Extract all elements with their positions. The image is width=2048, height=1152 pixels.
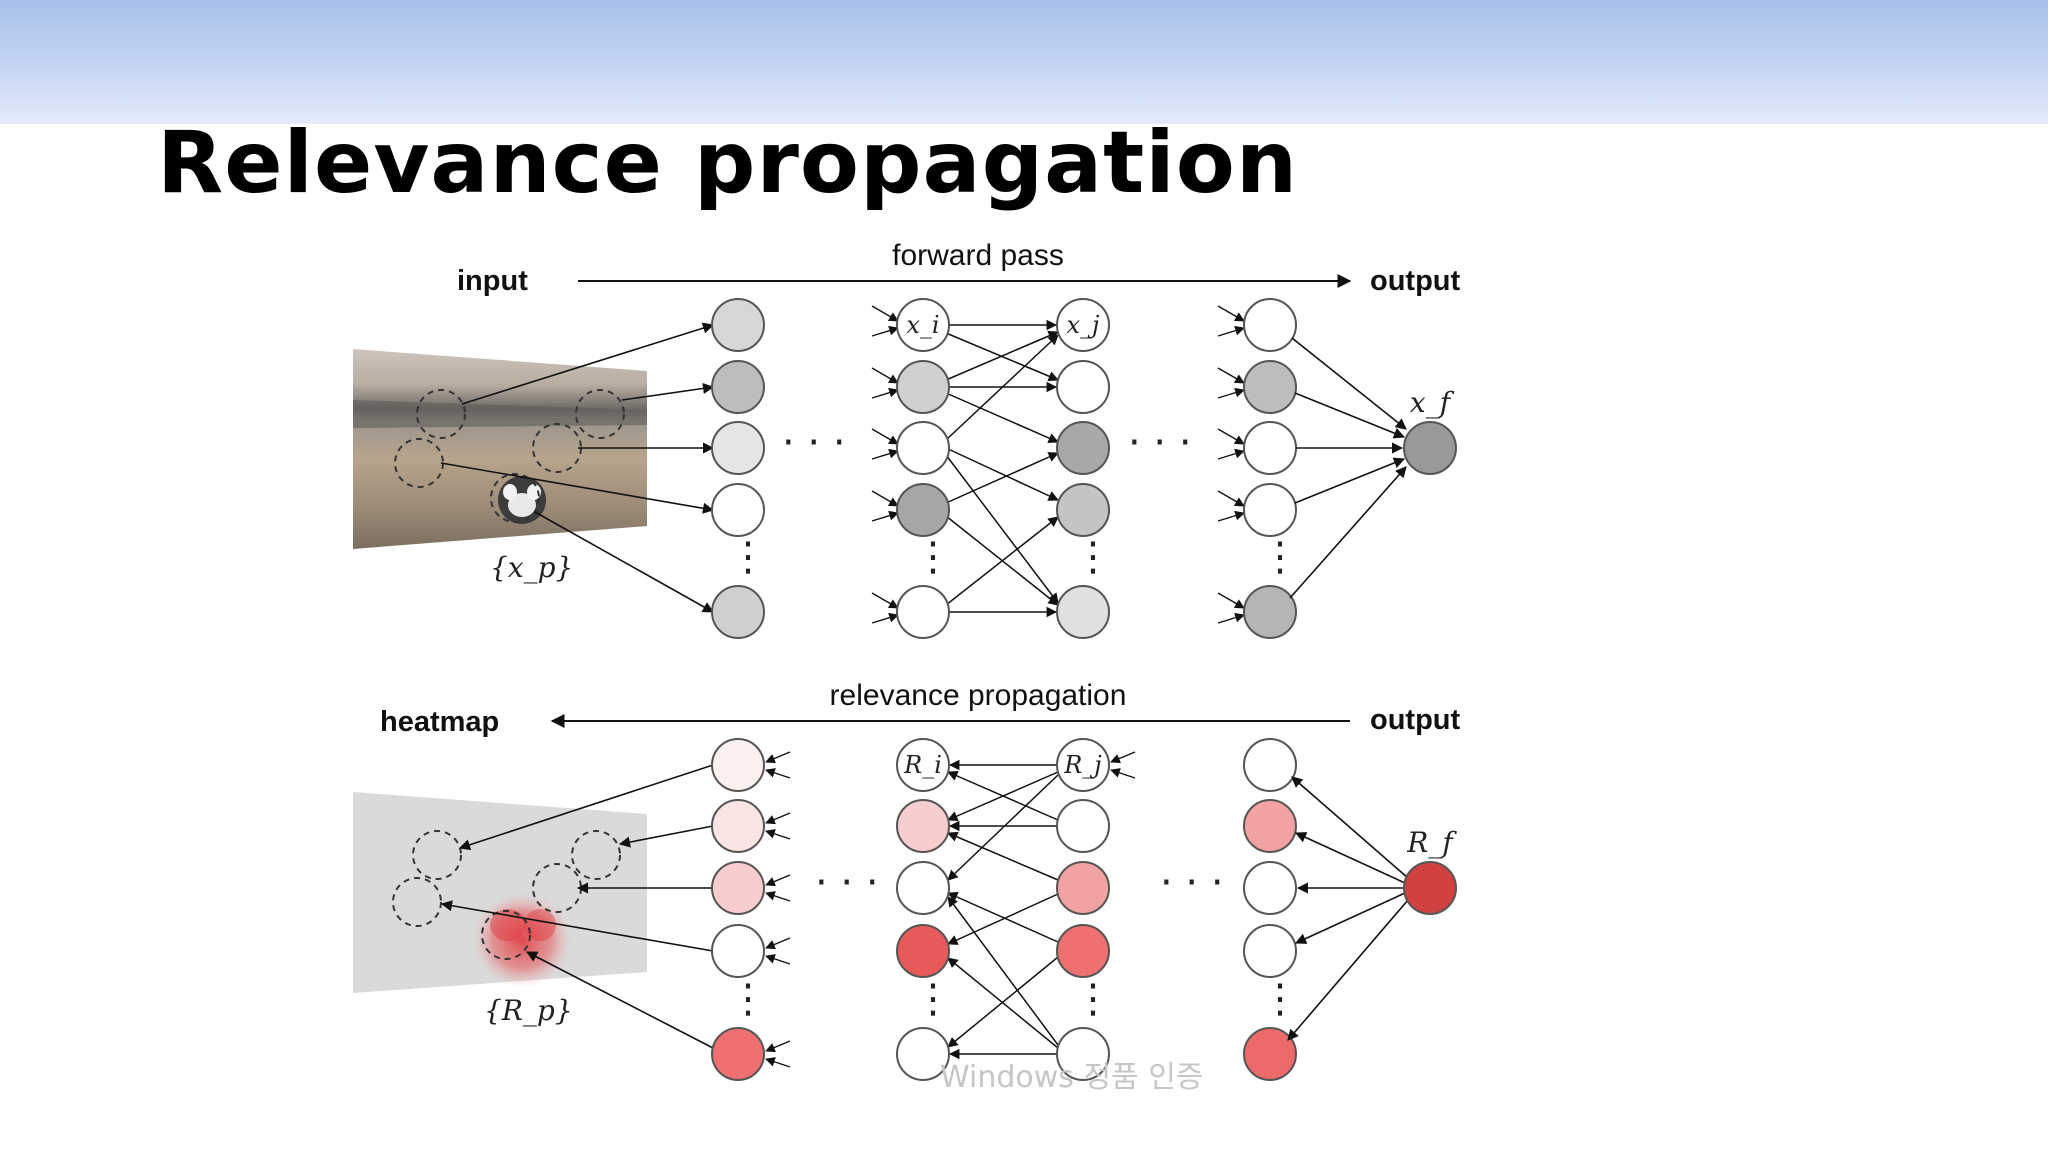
vertical-ellipsis: ⋮: [1260, 534, 1300, 580]
rel-layer1-node: [711, 738, 765, 792]
fwd-layeri-node: [896, 585, 950, 639]
rel-layer1-node: [711, 861, 765, 915]
rel-last-node: [1243, 924, 1297, 978]
vertical-ellipsis: ⋮: [1260, 976, 1300, 1022]
rel-layerj-node: [1056, 861, 1110, 915]
fwd-layer1-node: [711, 483, 765, 537]
heatmap-label: heatmap: [380, 706, 499, 738]
fwd-node-xj: [1056, 298, 1110, 352]
horizontal-ellipsis: · · ·: [1160, 860, 1224, 906]
horizontal-ellipsis: · · ·: [815, 860, 879, 906]
fwd-layerj-node: [1056, 421, 1110, 475]
fwd-last-node: [1243, 298, 1297, 352]
node-rj-label: R_j: [1063, 751, 1102, 779]
horizontal-ellipsis: · · ·: [782, 420, 846, 466]
rel-last-node: [1243, 799, 1297, 853]
forward-output-label: output: [1370, 265, 1461, 297]
fwd-layer1-node: [711, 585, 765, 639]
heatmap-pixel-set-label: {R_p}: [484, 994, 573, 1027]
vertical-ellipsis: ⋮: [1073, 534, 1113, 580]
rel-layer1-node: [711, 799, 765, 853]
heatmap-image: [353, 792, 647, 993]
rel-layer1-node: [711, 1027, 765, 1081]
vertical-ellipsis: ⋮: [913, 976, 953, 1022]
rel-node-ri: [896, 738, 950, 792]
rel-last-node: [1243, 861, 1297, 915]
rel-layerj-node: [1056, 1027, 1110, 1081]
fwd-layeri-node: [896, 483, 950, 537]
fwd-last-node: [1243, 483, 1297, 537]
vertical-ellipsis: ⋮: [913, 534, 953, 580]
fwd-layeri-node: [896, 360, 950, 414]
fwd-last-node: [1243, 360, 1297, 414]
fwd-layeri-node: [896, 421, 950, 475]
fwd-layerj-node: [1056, 585, 1110, 639]
rel-layerj-node: [1056, 924, 1110, 978]
vertical-ellipsis: ⋮: [728, 534, 768, 580]
fwd-layer1-node: [711, 421, 765, 475]
forward-pass-section: input forward pass output {x_p}: [353, 239, 1461, 639]
horizontal-ellipsis: · · ·: [1128, 420, 1192, 466]
relevance-output-label: output: [1370, 704, 1461, 736]
rel-last-node: [1243, 738, 1297, 792]
fwd-layer1-node: [711, 360, 765, 414]
node-rf-label: R_f: [1406, 826, 1457, 859]
node-xi-label: x_i: [906, 311, 939, 339]
rel-layer1-node: [711, 924, 765, 978]
fwd-node-xi: [896, 298, 950, 352]
input-pixel-set-label: {x_p}: [490, 551, 573, 584]
rel-layeri-node: [896, 799, 950, 853]
vertical-ellipsis: ⋮: [1073, 976, 1113, 1022]
slide-title: Relevance propagation: [157, 113, 1299, 213]
vertical-ellipsis: ⋮: [728, 976, 768, 1022]
fwd-last-node: [1243, 421, 1297, 475]
input-image: [353, 349, 647, 549]
node-xf-label: x_f: [1410, 386, 1455, 419]
relevance-propagation-section: heatmap relevance propagation output {R_…: [353, 679, 1461, 1081]
fwd-last-node: [1243, 585, 1297, 639]
fwd-layer1-node: [711, 298, 765, 352]
rel-layeri-node: [896, 1027, 950, 1081]
activation-watermark: Windows 정품 인증: [940, 1060, 1204, 1095]
input-label: input: [457, 265, 528, 297]
slide-header-band: [0, 0, 2048, 124]
rel-layerj-node: [1056, 799, 1110, 853]
rel-last-node: [1243, 1027, 1297, 1081]
fwd-layerj-node: [1056, 483, 1110, 537]
rel-output-node: [1403, 861, 1457, 915]
node-xj-label: x_j: [1067, 311, 1101, 339]
relevance-propagation-label: relevance propagation: [830, 679, 1127, 712]
fwd-output-node: [1403, 421, 1457, 475]
rel-node-rj: [1056, 738, 1110, 792]
rel-layeri-node: [896, 924, 950, 978]
forward-pass-label: forward pass: [892, 239, 1064, 272]
fwd-layerj-node: [1056, 360, 1110, 414]
node-ri-label: R_i: [903, 751, 942, 779]
rel-layeri-node: [896, 861, 950, 915]
